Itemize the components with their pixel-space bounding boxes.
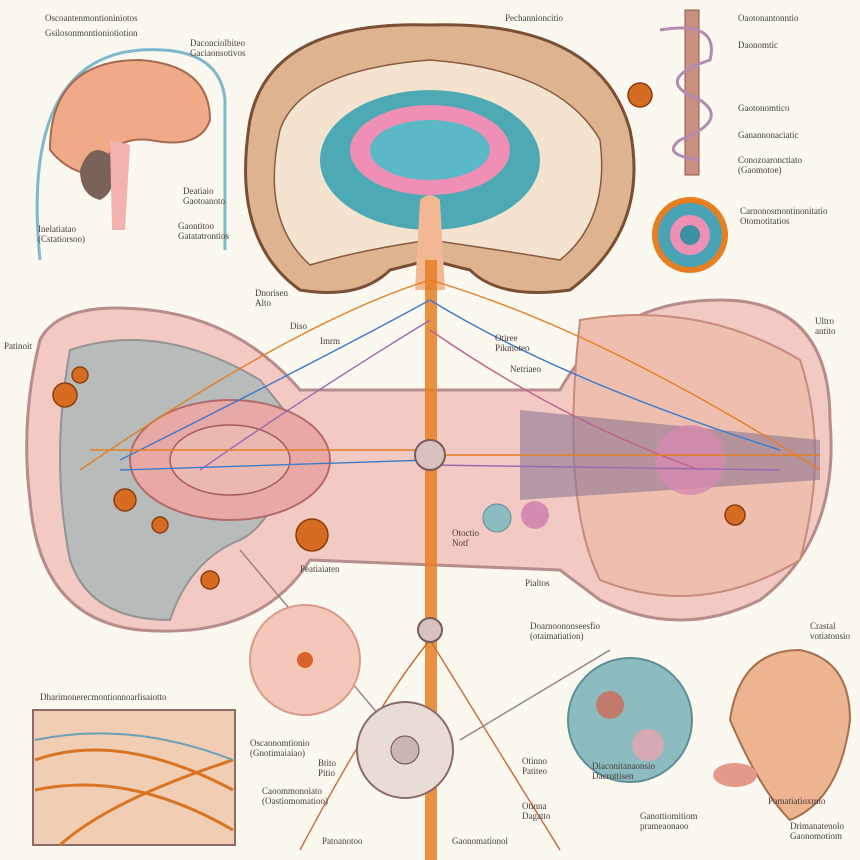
label-bottom-e: Gaonomationol (452, 836, 508, 846)
label-center-b: Diso (290, 321, 308, 331)
legend-item: Gsilosonmontioniotiotion (45, 28, 138, 38)
label-inset: Dharimonerecmontionnoarlisaiotto (40, 692, 167, 702)
nodules (52, 82, 746, 590)
nerve-fibers (79, 279, 821, 851)
label-hub-c: Caoommonoiato(Oastiomomatioo) (262, 786, 328, 806)
label-spine-1: Oaotonantonntio (738, 13, 799, 23)
label-spine-5: Conozoaronctiato(Gaomotoe) (738, 155, 802, 175)
sagittal-frame (35, 48, 227, 261)
label-bottom-b: Pomatiatioxmio (768, 796, 826, 806)
legend-item: Oscoantenmontioniniotos (45, 13, 138, 23)
label-center-c: Imrm (320, 336, 340, 346)
label-lower-c: Pialtos (525, 578, 550, 588)
inset-panel (32, 709, 236, 846)
label-hub-a: Oscaonomtionio(Gnotimaiaiao) (250, 738, 310, 758)
label-top-center: Pechannioncitio (505, 13, 563, 23)
label-left-edge: Patinoit (4, 341, 33, 351)
label-spine-4: Ganannonaciatic (738, 130, 799, 140)
label-sagittal-left: Inelatiatao(Cstatiorsoo) (38, 224, 85, 244)
central-node (414, 439, 446, 471)
label-center-e: Netriaeo (510, 364, 541, 374)
label-bottom-d: Patoanotoo (322, 836, 363, 846)
label-lower-a: Peatiaiaten (300, 564, 340, 574)
brain-bottom-right (728, 648, 852, 822)
label-spine-2: Daonomtic (738, 40, 778, 50)
label-cell: Doarnoononseesfio(otaimatiation) (530, 621, 600, 641)
label-spine-3: Gaotonomtico (738, 103, 790, 113)
